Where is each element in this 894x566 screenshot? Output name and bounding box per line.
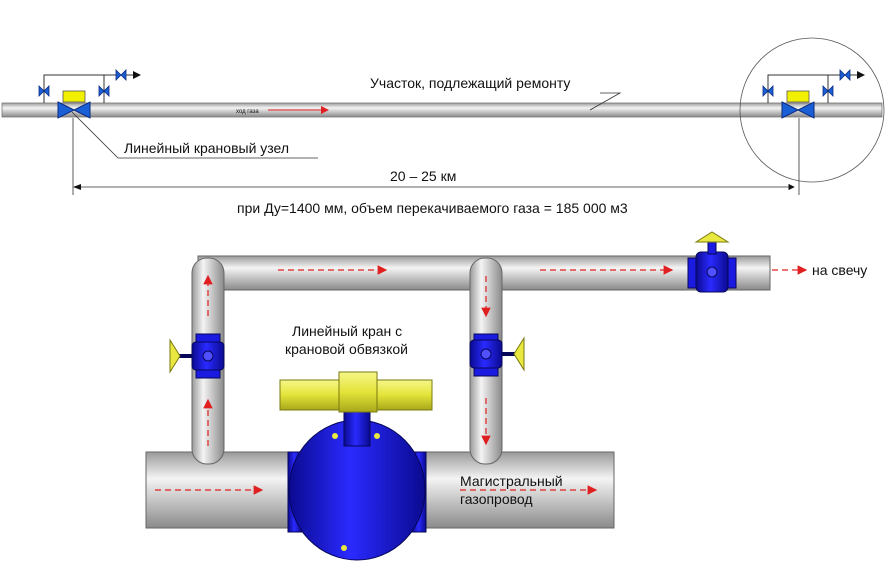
main-pipe-top	[1, 102, 883, 118]
left-valve-node	[38, 69, 141, 119]
repair-section-leader	[589, 92, 622, 111]
volume-note: при Ду=1400 мм, объем перекачиваемого га…	[237, 200, 628, 216]
valve-node-leader	[71, 111, 318, 159]
main-pipeline-label-line2: газопровод	[460, 491, 533, 507]
top-schematic: ход газа Участок, подлежащий ремонту	[1, 37, 885, 216]
left-main-valve-icon	[57, 101, 91, 119]
right-actuator	[786, 90, 810, 103]
right-bypass-valve-1-icon	[762, 85, 774, 97]
right-vent-valve-icon	[839, 69, 851, 81]
valve-node-label: Линейный крановый узел	[124, 140, 289, 156]
vent-label: на свечу	[812, 262, 867, 278]
left-vent-valve-icon	[115, 69, 127, 81]
right-valve-node	[739, 37, 885, 183]
flow-arrows	[155, 265, 808, 495]
main-ball-valve	[279, 371, 433, 561]
left-bypass-valve-2-icon	[98, 85, 110, 97]
vent-handwheel-icon	[694, 231, 730, 243]
right-bypass-valve-2-icon	[822, 85, 834, 97]
highlight-circle	[739, 37, 885, 183]
vent-valve	[687, 231, 737, 293]
main-valve-label-line1: Линейный кран с	[292, 323, 402, 339]
main-valve-stem	[343, 411, 371, 447]
flow-label: ход газа	[236, 109, 259, 115]
bottom-illustration: Линейный кран с крановой обвязкой на све…	[145, 231, 867, 561]
bypass-valve-left	[169, 333, 225, 379]
right-main-valve-icon	[781, 101, 815, 119]
distance-label: 20 – 25 км	[390, 168, 456, 184]
left-actuator	[62, 90, 86, 103]
repair-section-label: Участок, подлежащий ремонту	[370, 75, 570, 91]
right-handwheel-icon	[513, 336, 525, 372]
main-valve-actuator-hub	[338, 371, 378, 413]
main-pipeline-label-line1: Магистральный	[460, 473, 563, 489]
left-handwheel-icon	[169, 338, 181, 374]
main-valve-label-line2: крановой обвязкой	[285, 341, 408, 357]
left-bypass-valve-1-icon	[38, 85, 50, 97]
bypass-valve-right	[469, 333, 525, 377]
